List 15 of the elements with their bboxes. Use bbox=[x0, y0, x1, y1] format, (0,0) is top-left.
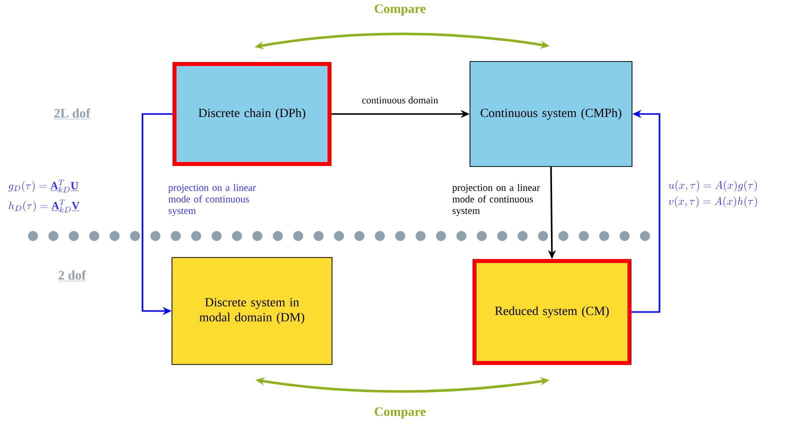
formula: $h_D(\tau) = \underline{\mathbf{A}}_{kD}^{T}\underline{\mathbf{V}}$ bbox=[8, 200, 80, 212]
edge-label: Compare bbox=[374, 407, 426, 419]
edge-label: projection on a linear mode of continuous system bbox=[452, 184, 540, 216]
edge-label: Compare bbox=[374, 4, 426, 16]
edge-label: continuous domain bbox=[360, 95, 440, 105]
level-label: 2L dof bbox=[54, 108, 90, 120]
formula: $v(x,\tau) = A(x)h(\tau)$ bbox=[668, 196, 757, 208]
highlighted-box: Reduced system (CM) bbox=[472, 259, 632, 365]
formula: $g_D(\tau) = \underline{\mathbf{A}}_{kD}^{T}\underline{\mathbf{U}}$ bbox=[8, 180, 79, 192]
highlighted-box: Discrete chain (DPh) bbox=[172, 62, 332, 166]
process-box: Continuous system (CMPh) bbox=[470, 61, 632, 167]
formula: $u(x,\tau) = A(x)g(\tau)$ bbox=[668, 180, 757, 192]
level-label: 2 dof bbox=[58, 270, 86, 282]
edge-label: projection on a linear mode of continuous system bbox=[168, 184, 256, 216]
process-box: Discrete system in modal domain (DM) bbox=[172, 257, 332, 365]
